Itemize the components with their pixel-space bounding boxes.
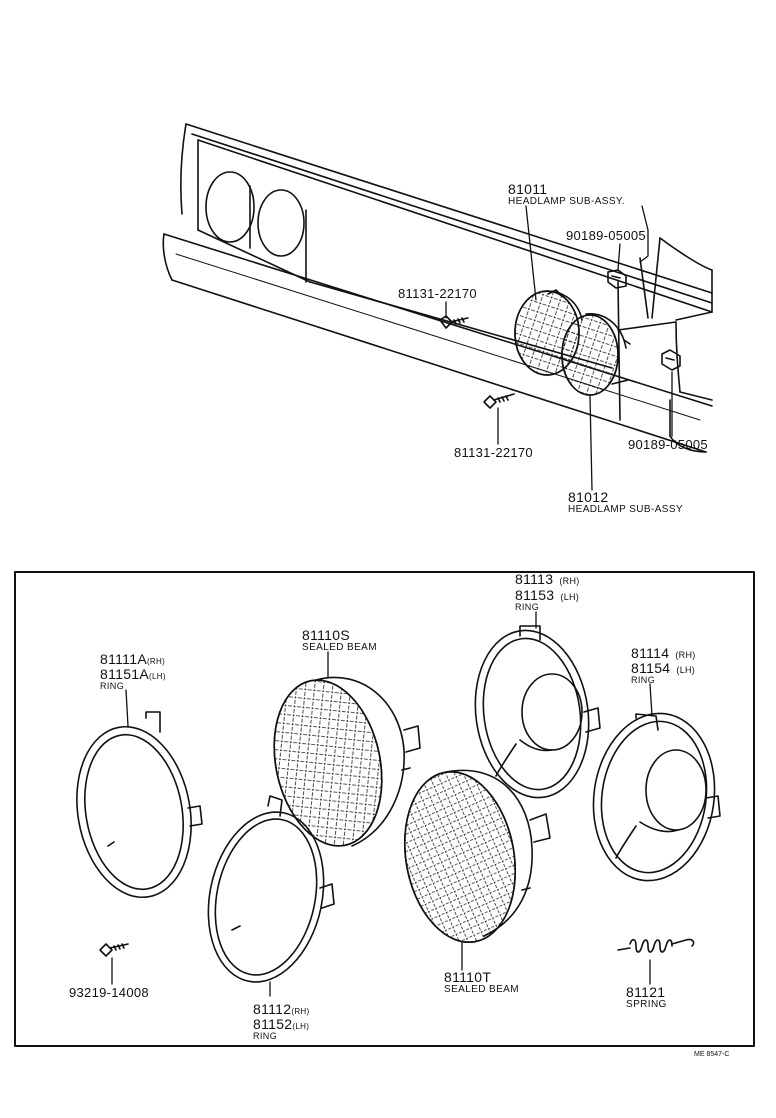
label-spring-part: 81121 xyxy=(626,984,666,1000)
label-ring-left-rh: 81111A(RH) xyxy=(100,652,165,666)
side-rh: (RH) xyxy=(146,657,166,666)
ring-top xyxy=(474,625,601,799)
side-lh: (LH) xyxy=(676,665,696,675)
screw-icon-upper xyxy=(439,315,469,329)
side-rh: (RH) xyxy=(675,650,696,660)
label-ring-right-name: RING xyxy=(631,675,656,685)
label-ring-bottom-rh: 81112(RH) xyxy=(253,1002,309,1016)
label-ring-top-name: RING xyxy=(515,602,540,612)
part-81152: 81152 xyxy=(253,1016,293,1032)
label-81110t-name: SEALED BEAM xyxy=(444,984,519,995)
label-81110s-name: SEALED BEAM xyxy=(302,642,377,653)
label-81012-part: 81012 xyxy=(568,489,609,505)
side-lh: (LH) xyxy=(560,592,580,602)
label-ring-top-lh: 81153 (LH) xyxy=(515,588,579,602)
part-81112: 81112 xyxy=(253,1001,292,1017)
part-81151a: 81151A xyxy=(100,666,150,682)
part-81154: 81154 xyxy=(631,660,671,676)
sealed-beam-t xyxy=(403,769,551,944)
label-ring-bottom-name: RING xyxy=(253,1031,278,1041)
label-ring-right-lh: 81154 (LH) xyxy=(631,661,695,675)
label-ring-top-rh: 81113 (RH) xyxy=(515,572,580,586)
label-81011-name: HEADLAMP SUB-ASSY. xyxy=(508,196,625,207)
headlamp-sub-assy-lower xyxy=(561,313,631,396)
vehicle-front-end xyxy=(162,123,713,453)
part-81111a: 81111A xyxy=(100,651,147,667)
label-ring-left-name: RING xyxy=(100,681,125,691)
label-81110t-part: 81110T xyxy=(444,969,492,985)
ring-left xyxy=(76,711,203,899)
leader-lines-detail xyxy=(111,611,653,997)
drawing-code: ME 8547-C xyxy=(694,1051,730,1058)
label-81011-part: 81011 xyxy=(508,181,548,197)
side-rh: (RH) xyxy=(559,576,580,586)
label-screw-upper: 81131-22170 xyxy=(398,286,477,301)
detail-frame xyxy=(14,571,755,1047)
part-81153: 81153 xyxy=(515,587,555,603)
side-rh: (RH) xyxy=(291,1007,310,1016)
label-81110s-part: 81110S xyxy=(302,627,350,643)
screw-icon-lower xyxy=(483,393,515,409)
part-81114: 81114 xyxy=(631,645,670,661)
side-lh: (LH) xyxy=(149,672,166,681)
sealed-beam-s xyxy=(273,676,421,847)
label-81012-name: HEADLAMP SUB-ASSY xyxy=(568,504,683,515)
label-screw-detail: 93219-14008 xyxy=(69,985,149,1000)
label-nut-upper: 90189-05005 xyxy=(566,228,646,243)
spring-icon xyxy=(617,938,695,953)
leader-lines-upper xyxy=(445,205,673,491)
ring-bottom xyxy=(207,795,335,983)
label-ring-bottom-lh: 81152(LH) xyxy=(253,1017,309,1031)
part-81113: 81113 xyxy=(515,571,554,587)
label-screw-lower: 81131-22170 xyxy=(454,445,533,460)
label-nut-lower: 90189-05005 xyxy=(628,437,708,452)
side-lh: (LH) xyxy=(292,1022,310,1031)
label-ring-right-rh: 81114 (RH) xyxy=(631,646,696,660)
nut-icon-lower xyxy=(661,349,681,371)
screw-icon-detail xyxy=(99,943,129,957)
label-ring-left-lh: 81151A(LH) xyxy=(100,667,166,681)
ring-right xyxy=(592,712,721,882)
label-spring-name: SPRING xyxy=(626,999,667,1010)
